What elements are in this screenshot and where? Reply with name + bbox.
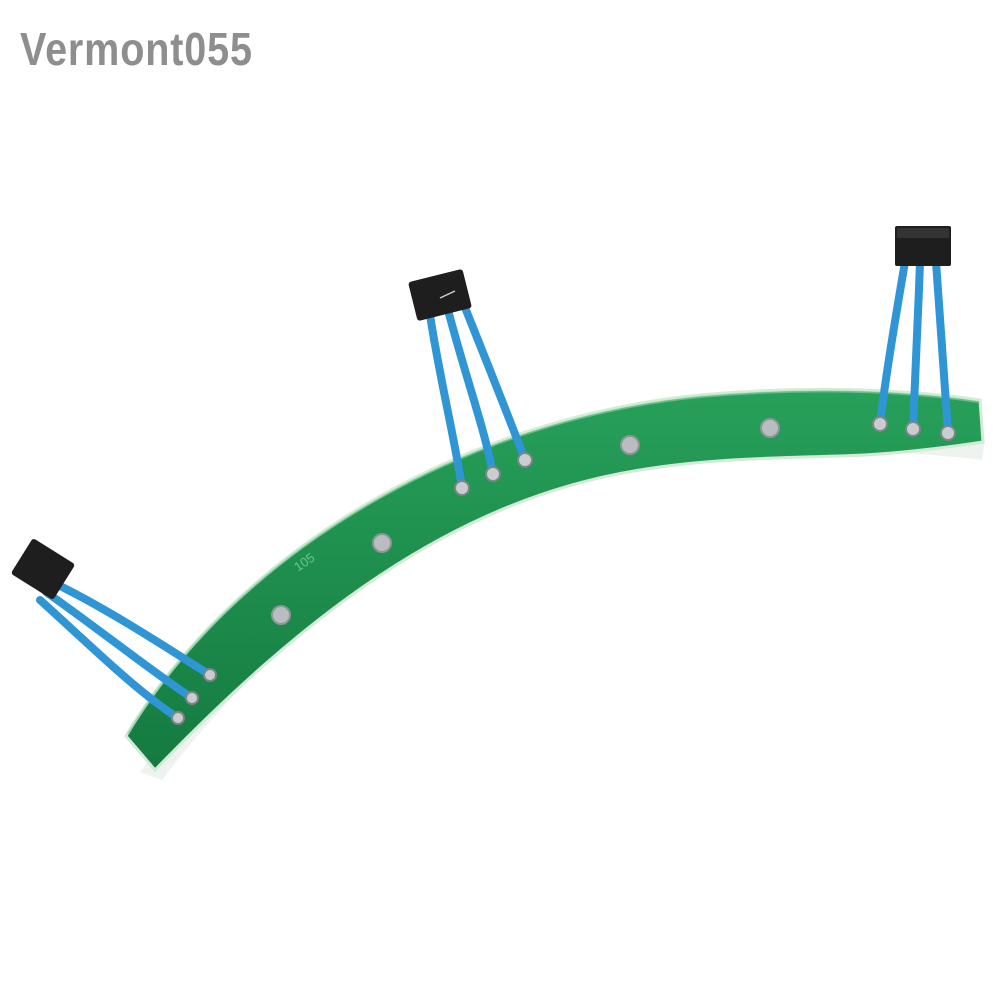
solder-pad bbox=[454, 480, 470, 496]
wire-middle-1 bbox=[426, 311, 466, 492]
wire-middle-3 bbox=[460, 301, 529, 464]
solder-pad bbox=[872, 416, 888, 432]
chip-top-face bbox=[897, 228, 949, 238]
solder-pad bbox=[517, 452, 533, 468]
via-hole bbox=[271, 605, 291, 625]
wire-left-3 bbox=[36, 596, 182, 722]
sensor-chip-middle bbox=[408, 269, 472, 321]
watermark-text: Vermont055 bbox=[20, 23, 253, 75]
hall-sensor-right bbox=[872, 226, 956, 441]
sensor-chip-left bbox=[11, 539, 75, 599]
solder-pad bbox=[171, 711, 185, 725]
via-hole bbox=[372, 533, 392, 553]
hall-sensor-left bbox=[11, 539, 217, 725]
wire-middle-2 bbox=[444, 306, 497, 478]
solder-pad bbox=[940, 425, 956, 441]
pcb-edge-highlight bbox=[127, 390, 979, 735]
solder-pad bbox=[185, 691, 199, 705]
wire-right-3 bbox=[932, 258, 952, 436]
via-hole bbox=[760, 418, 780, 438]
solder-pad bbox=[905, 421, 921, 437]
solder-pad bbox=[485, 466, 501, 482]
wire-left-2 bbox=[42, 588, 196, 702]
chip-marking bbox=[439, 290, 456, 299]
solder-pad bbox=[203, 668, 217, 682]
wire-right-2 bbox=[909, 258, 924, 432]
wire-left-1 bbox=[48, 578, 214, 679]
pcb-board bbox=[124, 387, 985, 773]
hall-sensor-middle bbox=[408, 269, 533, 496]
via-hole bbox=[620, 435, 640, 455]
wire-right-1 bbox=[876, 258, 909, 428]
